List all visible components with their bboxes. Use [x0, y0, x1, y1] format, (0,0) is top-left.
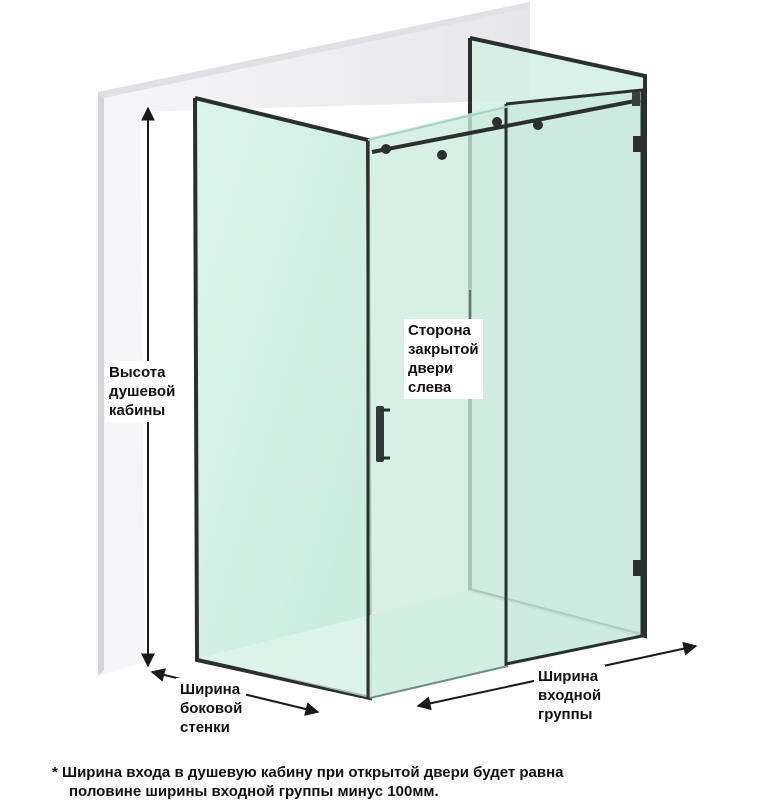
label-entry-width: Ширина входной группы [534, 665, 606, 726]
top-rail [367, 92, 641, 160]
label-closed-side: Сторона закрытой двери слева [404, 319, 483, 399]
footnote-line-2: половине ширины входной группы минус 100… [69, 783, 439, 800]
bracket-icon [633, 560, 641, 576]
roller-icon [533, 120, 543, 130]
rail-end-cap-icon [632, 92, 640, 106]
footnote: * Ширина входа в душевую кабину при откр… [52, 763, 762, 801]
roller-icon [381, 144, 391, 154]
front-fixed-panel [366, 104, 509, 699]
sliding-door [504, 88, 644, 666]
footnote-line-1: * Ширина входа в душевую кабину при откр… [52, 764, 564, 781]
side-wall-panel [193, 96, 373, 701]
label-side-width: Ширина боковой стенки [176, 678, 247, 739]
door-handle-icon [376, 406, 390, 462]
roller-icon [492, 117, 502, 127]
bracket-icon [633, 136, 641, 152]
label-height: Высота душевой кабины [105, 361, 180, 422]
roller-icon [437, 150, 447, 160]
